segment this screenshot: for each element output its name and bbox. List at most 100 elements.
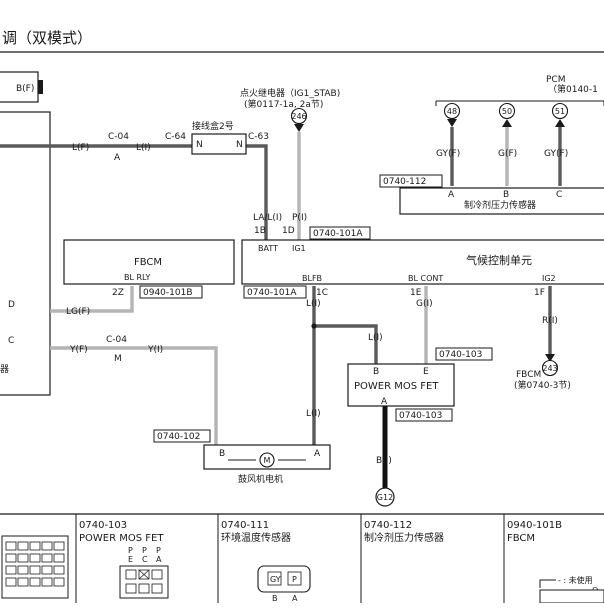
fbcm-pin-name: BL RLY <box>124 273 150 282</box>
relay-badge-text: 246 <box>291 112 306 121</box>
climate-ref-top-text: 0740-101A <box>313 229 363 239</box>
wire-mos-b <box>314 324 378 364</box>
sensor-pin-b: B <box>503 190 509 200</box>
blower-pin-a: A <box>314 449 321 459</box>
svg-text:A: A <box>292 594 298 603</box>
junction-box-title: 接线盒2号 <box>192 120 234 132</box>
wire-li-label: L(I) <box>136 143 151 153</box>
wire-la-label: LA/L(I) <box>253 213 282 223</box>
pin-d: D <box>8 300 15 310</box>
mos-name: POWER MOS FET <box>354 381 439 392</box>
wire-p-label: P(I) <box>292 213 307 223</box>
svg-text:P: P <box>128 546 133 555</box>
motor-icon <box>259 452 275 468</box>
pcm-bracket-ends <box>435 101 604 106</box>
wire-gy-a-label: GY(F) <box>436 149 460 159</box>
sensor-pin-c: C <box>556 190 562 200</box>
climate-pin-blfb: BLFB <box>302 274 322 283</box>
climate-pin-ig1: IG1 <box>292 244 306 253</box>
climate-pin-blcont: BL CONT <box>408 274 443 283</box>
left-control-module <box>0 111 51 396</box>
wire-ground-label: B(I) <box>376 456 392 466</box>
pcm-pin-51: 51 <box>551 102 569 127</box>
wire-lg <box>50 286 134 313</box>
panel-code-1: 0740-103 <box>79 520 127 531</box>
c04-low-label: C-04 <box>106 335 127 345</box>
sensor-ref-text: 0740-112 <box>383 177 426 187</box>
fbcm-connector-face <box>539 589 604 604</box>
c63-label: C-63 <box>248 132 269 142</box>
c04-low-pin: M <box>114 354 122 364</box>
mos-connector-face: P P P E C A <box>119 546 169 599</box>
wire-lf-label: L(F) <box>72 143 89 153</box>
splice-point <box>311 323 317 329</box>
fbcm-name: FBCM <box>134 257 162 268</box>
climate-ref-top <box>309 226 371 240</box>
svg-text:B: B <box>272 594 278 603</box>
wire-y <box>50 346 218 445</box>
climate-pin-batt: BATT <box>258 244 278 253</box>
mos-ref-bottom <box>395 408 453 422</box>
fbcm-ref-subtitle: (第0740-3节) <box>514 379 571 391</box>
panel-name-4: FBCM <box>507 533 535 544</box>
wire-yi-label: Y(I) <box>147 345 163 355</box>
sensor-ref <box>379 174 443 188</box>
wire-la-batt <box>246 144 268 248</box>
junction-pin-left: N <box>196 140 203 150</box>
pcm-subtitle: （第0140-1 <box>548 83 598 95</box>
pcm-pin-50: 50 <box>498 102 516 127</box>
svg-text:GY: GY <box>270 575 281 584</box>
left-module-fragment: 器 <box>0 364 9 375</box>
blower-pin-b: B <box>219 449 225 459</box>
blower-name: 鼓风机电机 <box>238 473 283 485</box>
diagram-title: 调（双模式） <box>2 29 92 47</box>
fbcm-ref-text: 0940-101B <box>143 288 193 298</box>
pin-1f: 1F <box>534 288 545 298</box>
c64-label: C-64 <box>165 132 186 142</box>
climate-control-unit <box>241 239 604 285</box>
junction-box <box>191 133 247 155</box>
partial-connector-face <box>1 535 69 599</box>
panel-name-2: 环境温度传感器 <box>221 531 291 544</box>
pin-1b: 1B <box>254 226 266 236</box>
ig2-arrow <box>545 354 555 362</box>
relay-title: 点火继电器（IG1_STAB) <box>240 87 340 99</box>
panel-code-4: 0940-101B <box>507 520 562 531</box>
pin-1e: 1E <box>410 288 422 298</box>
wire-g-b-label: G(F) <box>498 149 517 159</box>
wire-ig2-label: R(I) <box>542 316 558 326</box>
climate-pin-ig2: IG2 <box>542 274 556 283</box>
relay-subtitle: (第0117-1a, 2a节) <box>244 98 323 110</box>
relay-badge <box>290 107 308 125</box>
svg-text:48: 48 <box>447 107 457 116</box>
blower-ref <box>153 429 211 443</box>
fbcm-module <box>63 239 235 285</box>
wire-mos-e-label: G(I) <box>416 299 433 309</box>
wire-yf-label: Y(F) <box>69 345 88 355</box>
pin-1d: 1D <box>282 226 295 236</box>
pin-1c: 1C <box>316 288 328 298</box>
pin-c: C <box>8 336 14 346</box>
mos-pin-a: A <box>381 397 388 407</box>
ground-symbol <box>375 487 395 507</box>
c04-top-pin: A <box>114 153 121 163</box>
panel-name-1: POWER MOS FET <box>79 533 164 544</box>
fbcm-note: - : 未使用 <box>558 575 593 585</box>
wire-blfb-label: L(I) <box>306 299 321 309</box>
relay-arrow <box>294 124 304 132</box>
sensor-name: 制冷剂压力传感器 <box>464 199 536 211</box>
mos-ref-top-text: 0740-103 <box>439 350 482 360</box>
top-connector-tab <box>38 80 43 94</box>
mos-pin-b: B <box>373 367 379 377</box>
power-mos-fet <box>347 363 455 407</box>
svg-text:A: A <box>156 555 162 564</box>
climate-ref-bottom <box>243 285 307 299</box>
mos-ref-bottom-text: 0740-103 <box>399 411 442 421</box>
mos-ref-top <box>435 347 493 361</box>
ambient-sensor-connector-face: GY P B A <box>257 565 311 603</box>
fbcm-ref-title: FBCM <box>516 370 541 380</box>
wire-gy-c-label: GY(F) <box>544 149 568 159</box>
wire-lg-label: LG(F) <box>66 307 90 317</box>
